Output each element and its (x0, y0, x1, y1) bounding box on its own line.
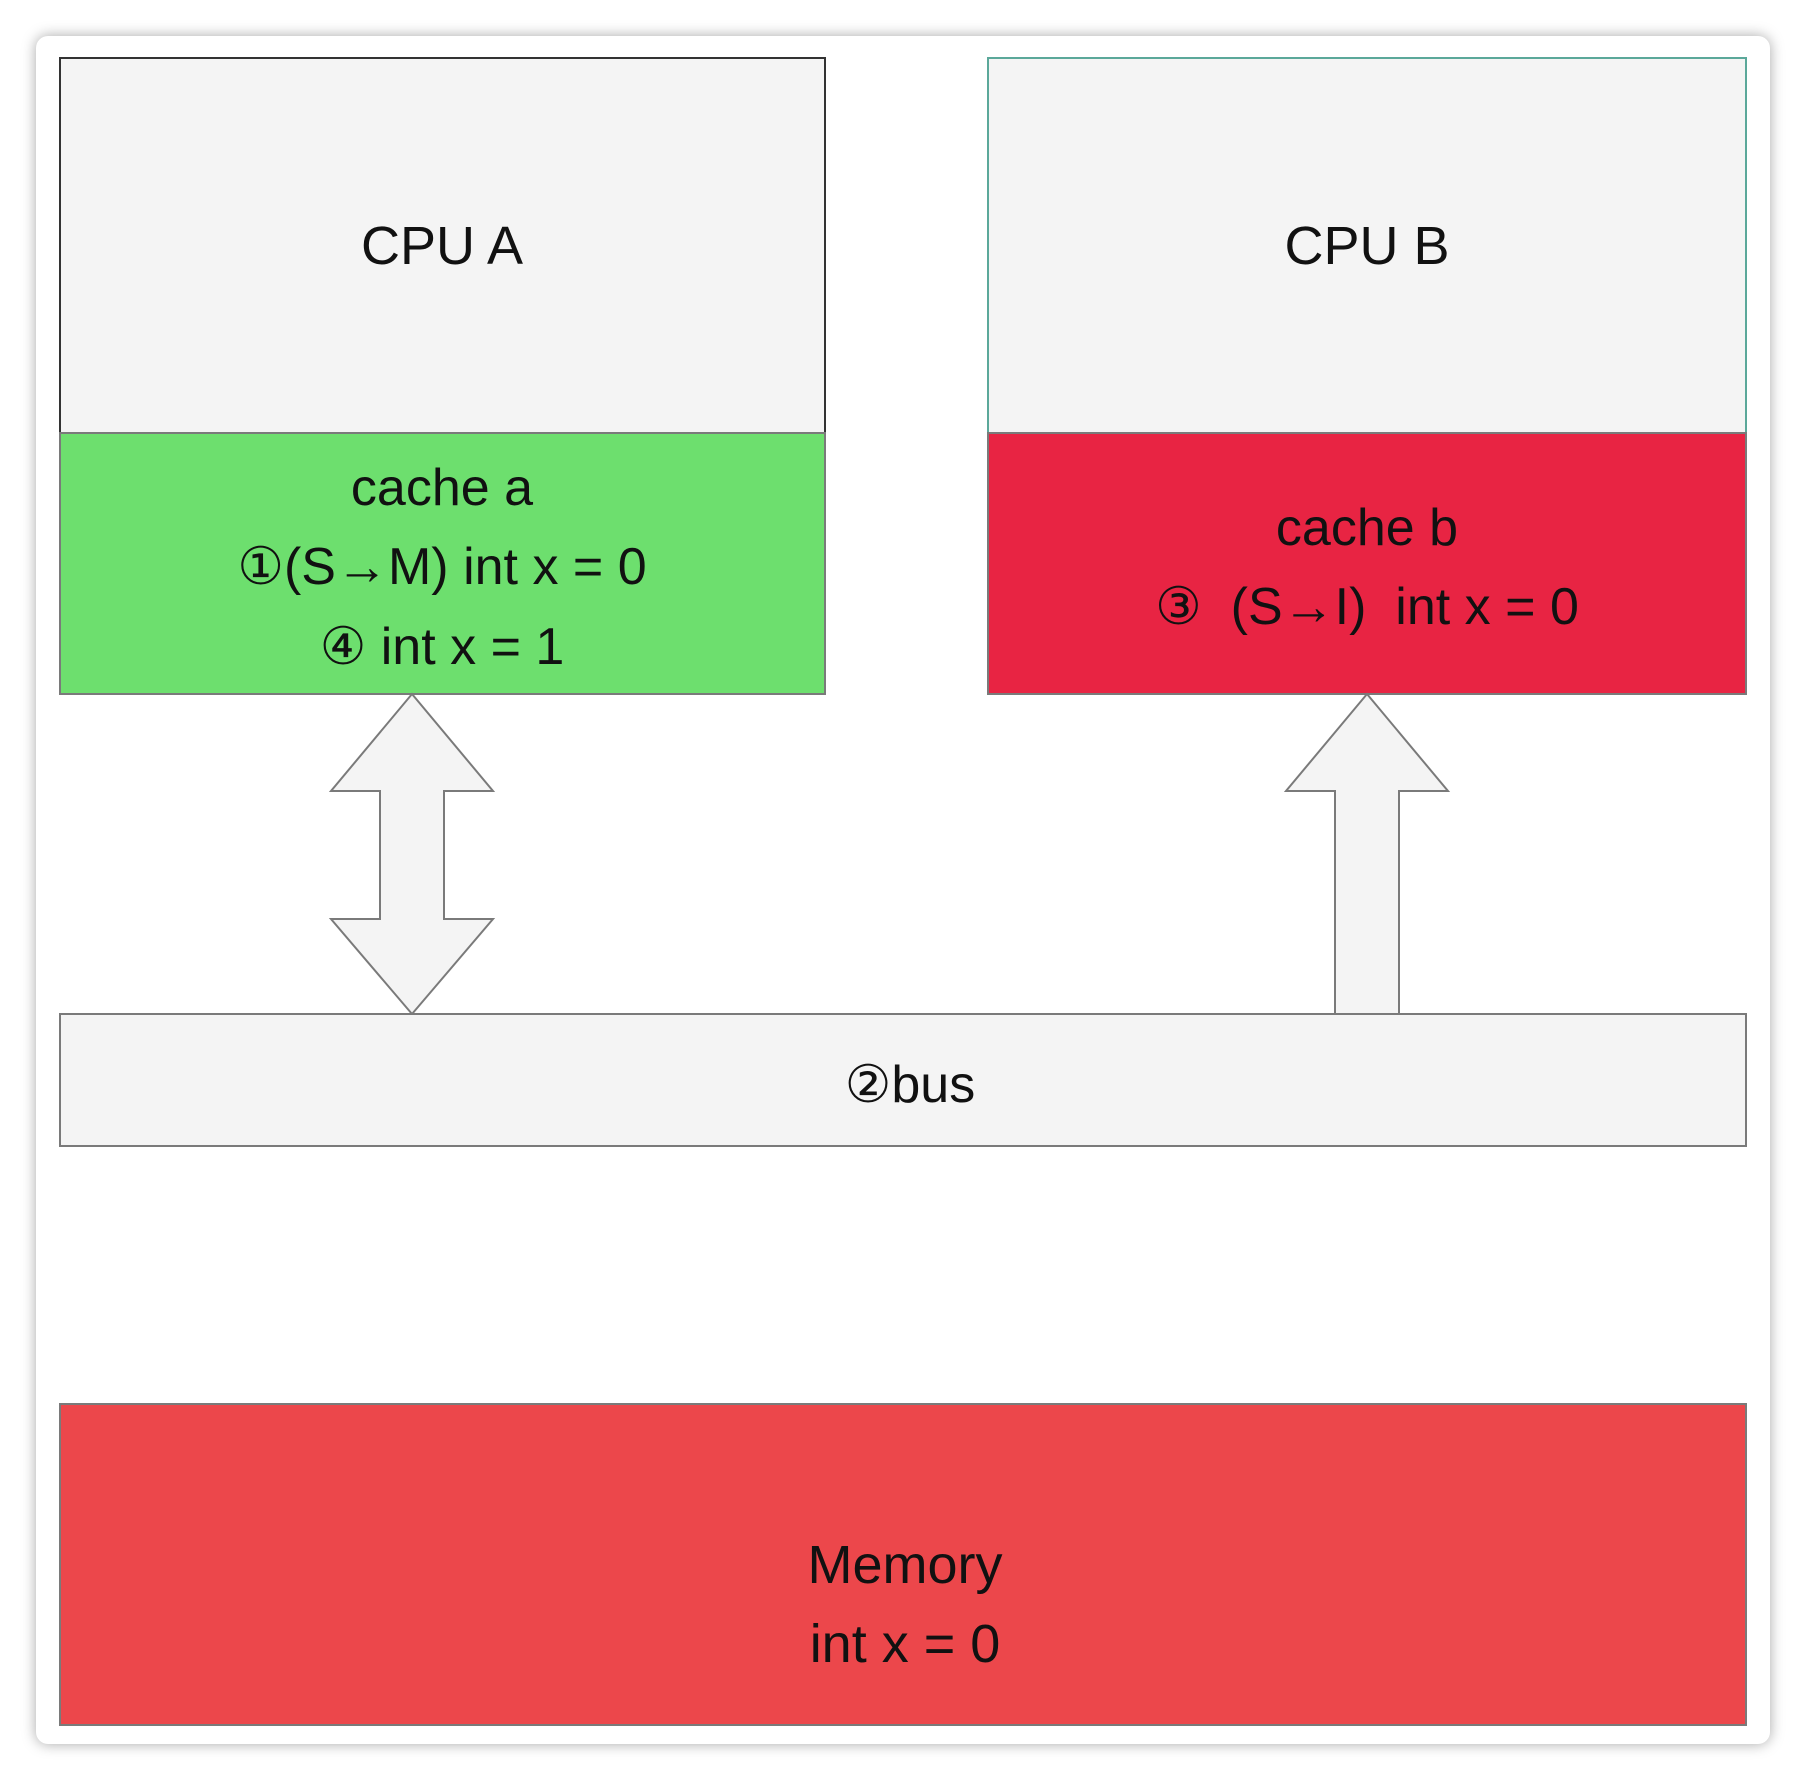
cpu-b: CPU B (987, 57, 1747, 434)
cache-a-line1: ①(S→M) int x = 0 (237, 538, 646, 596)
cache-a-title: cache a (351, 459, 533, 517)
up-arrow-icon (1283, 692, 1451, 1015)
cpu-b-box (987, 57, 1747, 434)
cache-a-line2: ④ int x = 1 (320, 618, 565, 676)
cpu-b-label: CPU B (1284, 216, 1449, 276)
cache-a: cache a ①(S→M) int x = 0 ④ int x = 1 (59, 432, 826, 695)
cache-b-box (987, 432, 1747, 695)
bus-box (59, 1013, 1747, 1147)
cache-b-line1: ③ (S→I) int x = 0 (1155, 578, 1579, 636)
cpu-a-box (59, 57, 826, 434)
memory: Memory int x = 0 (59, 1403, 1747, 1726)
cache-b: cache b ③ (S→I) int x = 0 (987, 432, 1747, 695)
bus: ②bus (59, 1013, 1747, 1147)
memory-box (59, 1403, 1747, 1726)
cpu-a: CPU A (59, 57, 826, 434)
memory-value: int x = 0 (810, 1614, 1001, 1674)
memory-title: Memory (807, 1535, 1002, 1595)
bus-label: ②bus (845, 1056, 975, 1114)
double-arrow-icon (328, 692, 496, 1016)
cpu-a-label: CPU A (361, 216, 523, 276)
cache-b-title: cache b (1276, 499, 1458, 557)
cache-a-box (59, 432, 826, 695)
